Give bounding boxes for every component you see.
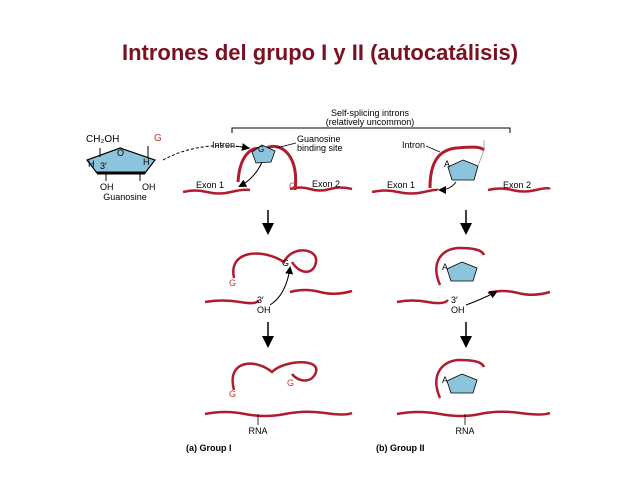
group1-bound-ribose xyxy=(251,144,276,164)
oh-left-label: OH xyxy=(100,182,114,192)
header-line2: (relatively uncommon) xyxy=(326,117,415,127)
group2-intron xyxy=(428,145,486,189)
group1-caption: (a) Group I xyxy=(186,443,232,453)
group1-step3: G G RNA xyxy=(204,361,353,436)
group2-rna-label: RNA xyxy=(455,426,474,436)
group1-step2-intron xyxy=(232,249,318,279)
group1-rna-label: RNA xyxy=(248,426,267,436)
ch2oh-label: CH₂OH xyxy=(86,134,119,145)
group1-step2-g-free: G xyxy=(229,278,236,288)
group1-g-end: G xyxy=(289,181,296,191)
oh-right-label: OH xyxy=(142,182,156,192)
group2-step1: A Intron Exon 1 Exon 2 xyxy=(371,140,551,195)
three-prime-label: 3′ xyxy=(100,161,107,171)
h-right-label: H xyxy=(143,157,150,167)
header-line1: Self-splicing introns xyxy=(331,108,410,118)
group2-step2-intron xyxy=(435,246,486,286)
group2-step3: A RNA xyxy=(396,358,551,436)
group2-exon1-strand xyxy=(371,188,439,195)
group1-exon1-label: Exon 1 xyxy=(196,180,224,190)
group1-step3-g-a: G xyxy=(229,389,236,399)
h-left-label: H xyxy=(88,159,95,169)
group2-step3-intron xyxy=(435,358,486,399)
ring-oxygen-label: O xyxy=(117,148,124,158)
group1-step2-exon1 xyxy=(204,299,260,305)
group1-intron-label: Intron xyxy=(212,140,235,150)
group1-bound-g: G xyxy=(258,145,264,154)
group1-exon2-label: Exon 2 xyxy=(312,179,340,189)
group1-step3-intron xyxy=(231,361,318,391)
group1-rna-strand xyxy=(204,410,353,418)
guanine-g-label: G xyxy=(154,133,162,144)
group2-a-3: A xyxy=(442,375,448,385)
group1-step2-exon2 xyxy=(289,288,353,295)
group2-exon1-label: Exon 1 xyxy=(387,180,415,190)
guanosine-molecule: CH₂OH O G H H 3′ OH OH Guanosine xyxy=(86,133,162,202)
group2-step2-ribose xyxy=(446,261,478,282)
group2-a-2: A xyxy=(442,262,448,272)
group2-step2-exon1 xyxy=(396,299,449,305)
group1-step2: G G 3′ OH xyxy=(204,249,353,315)
group2-step2-oh: OH xyxy=(451,305,465,315)
group2-step2-3prime: 3′ xyxy=(451,295,458,305)
group1-step2-oh: OH xyxy=(257,305,271,315)
group1-step3-g-b: G xyxy=(287,378,294,388)
group2-ribose xyxy=(447,159,479,181)
group2-caption: (b) Group II xyxy=(376,443,425,453)
group2-step2-exon2 xyxy=(487,289,551,296)
group1-binding-label-2: binding site xyxy=(297,143,343,153)
group1-exon2-strand xyxy=(289,186,353,192)
group1-binding-label-1: Guanosine xyxy=(297,134,341,144)
group2-exon2-strand xyxy=(487,186,551,193)
group1-exon1-strand xyxy=(182,188,251,195)
group1-step2-3prime: 3′ xyxy=(257,295,264,305)
group1-step2-g: G xyxy=(282,258,289,268)
group2-a-1: A xyxy=(444,159,450,169)
header-bracket: Self-splicing introns (relatively uncomm… xyxy=(231,108,511,133)
group2-exon2-label: Exon 2 xyxy=(503,180,531,190)
group2-rna-strand xyxy=(396,410,551,418)
group2-step2: A 3′ OH xyxy=(396,246,551,315)
guanosine-attack-arrow xyxy=(162,143,250,161)
group1-step1: G Intron Guanosine binding site Exon 1 E… xyxy=(182,134,353,195)
slide-title: Intrones del grupo I y II (autocatálisis… xyxy=(121,40,519,65)
group2-intron-label: Intron xyxy=(402,140,425,150)
group2-step3-ribose xyxy=(446,373,478,394)
guanosine-name: Guanosine xyxy=(103,192,147,202)
